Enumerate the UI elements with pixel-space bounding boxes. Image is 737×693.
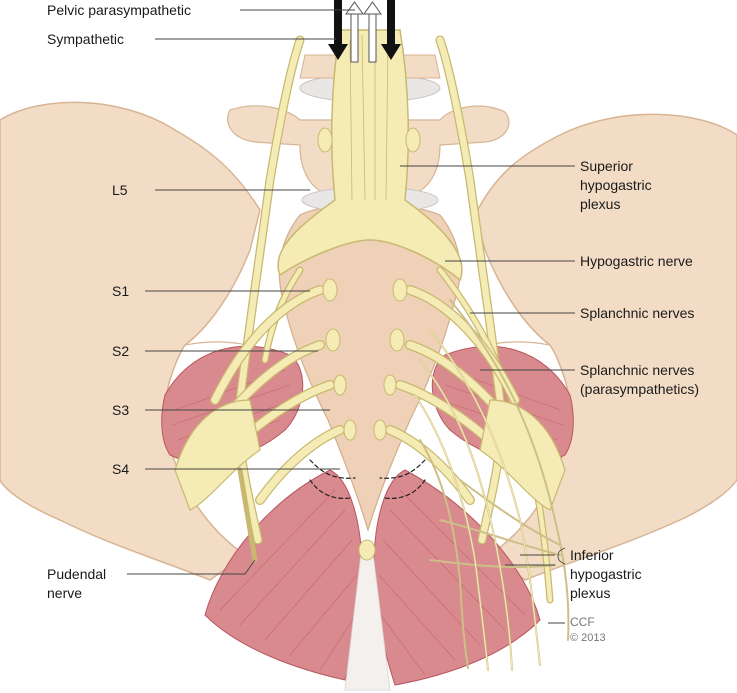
label-l5: L5 (112, 182, 128, 198)
label-pudendal: Pudendal (47, 566, 107, 582)
parasympathetic-arrow-right (363, 1, 382, 63)
nerves (174, 29, 570, 671)
credit-year: © 2013 (570, 632, 606, 644)
top-arrows (328, 0, 401, 63)
left-levator-muscle (204, 469, 363, 681)
superior-hypogastric-plexus-nerve (277, 29, 463, 282)
label-superior-1: Superior (580, 158, 633, 174)
right-sacral-plexus-trunk (479, 399, 566, 511)
label-inferior-3: plexus (570, 585, 611, 601)
parasympathetic-arrow-left (345, 1, 364, 63)
left-iliac-wing (0, 101, 261, 581)
label-splanchnic-nerves: Splanchnic nerves (580, 305, 695, 321)
rectum-outline (309, 459, 426, 500)
pudendal-nerve-path (237, 467, 258, 563)
label-splanchnic-para-2: (parasympathetics) (580, 381, 700, 397)
credit-ccf: CCF (570, 615, 595, 629)
label-superior-2: hypogastric (580, 177, 652, 193)
label-superior-3: plexus (580, 196, 621, 212)
right-iliac-wing (474, 113, 737, 581)
label-s2: S2 (112, 343, 130, 359)
label-sympathetic: Sympathetic (47, 31, 125, 47)
label-s4: S4 (112, 461, 130, 477)
leader-lines (127, 9, 575, 624)
sympathetic-arrow-right (381, 0, 401, 60)
label-pelvic-parasympathetic: Pelvic parasympathetic (47, 2, 191, 18)
label-inferior-1: Inferior (570, 547, 614, 563)
label-inferior-2: hypogastric (570, 566, 642, 582)
sympathetic-arrow-left (328, 0, 348, 60)
label-splanchnic-para-1: Splanchnic nerves (580, 362, 695, 378)
label-pudendal-nerve: nerve (47, 585, 83, 601)
sympathetic-ganglia (317, 127, 421, 561)
label-s1: S1 (112, 283, 130, 299)
label-hypogastric-nerve: Hypogastric nerve (580, 253, 693, 269)
label-s3: S3 (112, 402, 130, 418)
left-sacral-plexus-trunk (174, 399, 261, 511)
